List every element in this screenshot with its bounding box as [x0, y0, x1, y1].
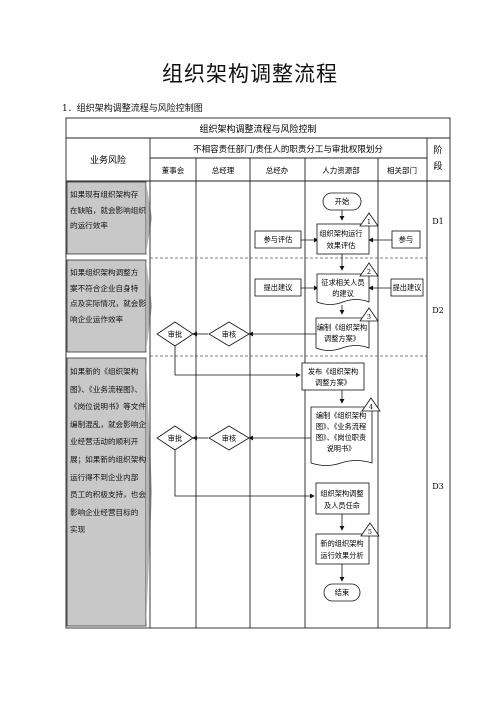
node-documents-line-4: 说明书》 — [327, 444, 356, 453]
node-start — [322, 192, 362, 211]
node-participate-label: 参与 — [399, 235, 413, 244]
column-general-manager: 总经理 — [212, 165, 235, 175]
node-evaluate — [316, 223, 370, 255]
node-publish-plan — [301, 362, 365, 391]
node-review-2-label: 审核 — [222, 434, 236, 443]
stage-d3: D3 — [432, 482, 444, 491]
stage-d2: D2 — [432, 306, 444, 315]
node-draft-plan-line-2: 调整方案》 — [324, 334, 360, 343]
node-draft-documents — [310, 406, 373, 466]
node-draft-plan-line-1: 编制《组织架构 — [317, 323, 367, 332]
node-suggest-left — [254, 278, 302, 297]
step-marker-4 — [361, 397, 381, 412]
step-marker-4-label: 4 — [369, 403, 373, 411]
node-end — [323, 583, 361, 602]
step-marker-5 — [360, 522, 380, 537]
node-start-label: 开始 — [335, 197, 349, 206]
node-analysis-line-1: 新的组织架构 — [320, 539, 363, 548]
node-review-2 — [208, 425, 250, 451]
node-evaluate-line-2: 效果评估 — [327, 241, 356, 250]
risk-text-1: 如果现有组织架构存 在缺陷，就会影响组织 的运行效率 — [70, 190, 146, 230]
step-marker-2 — [359, 262, 379, 277]
responsibility-header: 不相容责任部门/责任人的职责分工与审批权限划分 — [193, 144, 383, 155]
node-documents-line-1: 编制《组织架构 — [316, 411, 366, 420]
node-solicit-advice — [316, 273, 370, 305]
node-adjust-line-1: 组织架构调整 — [320, 489, 363, 498]
step-marker-3-label: 3 — [367, 313, 371, 321]
column-general-office: 总经办 — [266, 165, 289, 175]
node-suggest-right-label: 提出建议 — [393, 283, 422, 292]
column-hr: 人力资源部 — [322, 165, 360, 175]
page-title: 组织架构调整流程 — [162, 62, 338, 86]
step-marker-3 — [359, 307, 379, 322]
column-board: 董事会 — [162, 165, 185, 175]
step-marker-5-label: 5 — [368, 528, 372, 536]
node-effect-analysis — [315, 533, 370, 565]
node-approve-2-label: 审批 — [168, 434, 182, 443]
table-main-header: 组织架构调整流程与风险控制 — [199, 123, 316, 135]
stage-d1: D1 — [432, 217, 444, 226]
node-adjust-line-2: 及人员任命 — [324, 501, 360, 510]
node-adjust-appoint — [315, 482, 370, 515]
node-evaluate-line-1: 组织架构运行 — [319, 229, 362, 238]
node-analysis-line-2: 运行效果分析 — [320, 551, 363, 560]
node-participate-evaluate-label: 参与评估 — [264, 235, 293, 244]
node-end-label: 结束 — [335, 588, 349, 597]
column-related-dept: 相关部门 — [387, 165, 417, 175]
node-participate-evaluate — [254, 230, 302, 249]
node-approve-2 — [156, 425, 194, 451]
step-marker-1 — [359, 212, 379, 227]
node-draft-plan — [315, 317, 370, 351]
section-subtitle: 1．组织架构调整流程与风险控制图 — [62, 104, 203, 114]
risk-text-2: 如果组织架构调整方 案不符合企业自身特 点及实际情况，就会影 响企业运作效率 — [70, 268, 146, 324]
risk-cell-1 — [66, 181, 147, 255]
node-publish-line-2: 调整方案》 — [315, 378, 351, 387]
node-documents-line-2: 图》、《业务流程 — [316, 422, 366, 431]
risk-text-3: 如果新的《组织架构 图》、《业务流程图》、 《岗位说明书》等文件 编制混乱，就会… — [70, 367, 146, 535]
node-approve-1 — [156, 321, 194, 347]
node-review-1-label: 审核 — [222, 330, 236, 339]
node-solicit-line-1: 征求相关人员 — [321, 278, 364, 287]
risk-header: 业务风险 — [90, 154, 126, 166]
node-documents-line-3: 图》、《岗位职责 — [316, 433, 366, 442]
node-suggest-right — [390, 278, 424, 297]
stage-header: 阶段 — [433, 144, 442, 172]
step-marker-1-label: 1 — [367, 218, 371, 226]
node-participate — [391, 230, 421, 249]
risk-cell-3 — [66, 357, 147, 627]
node-publish-line-1: 发布《组织架构 — [308, 367, 358, 376]
step-marker-2-label: 2 — [367, 268, 371, 276]
node-review-1 — [208, 321, 250, 347]
node-solicit-line-2: 的建议 — [332, 289, 354, 298]
node-suggest-left-label: 提出建议 — [264, 283, 293, 292]
node-approve-1-label: 审批 — [168, 330, 182, 339]
